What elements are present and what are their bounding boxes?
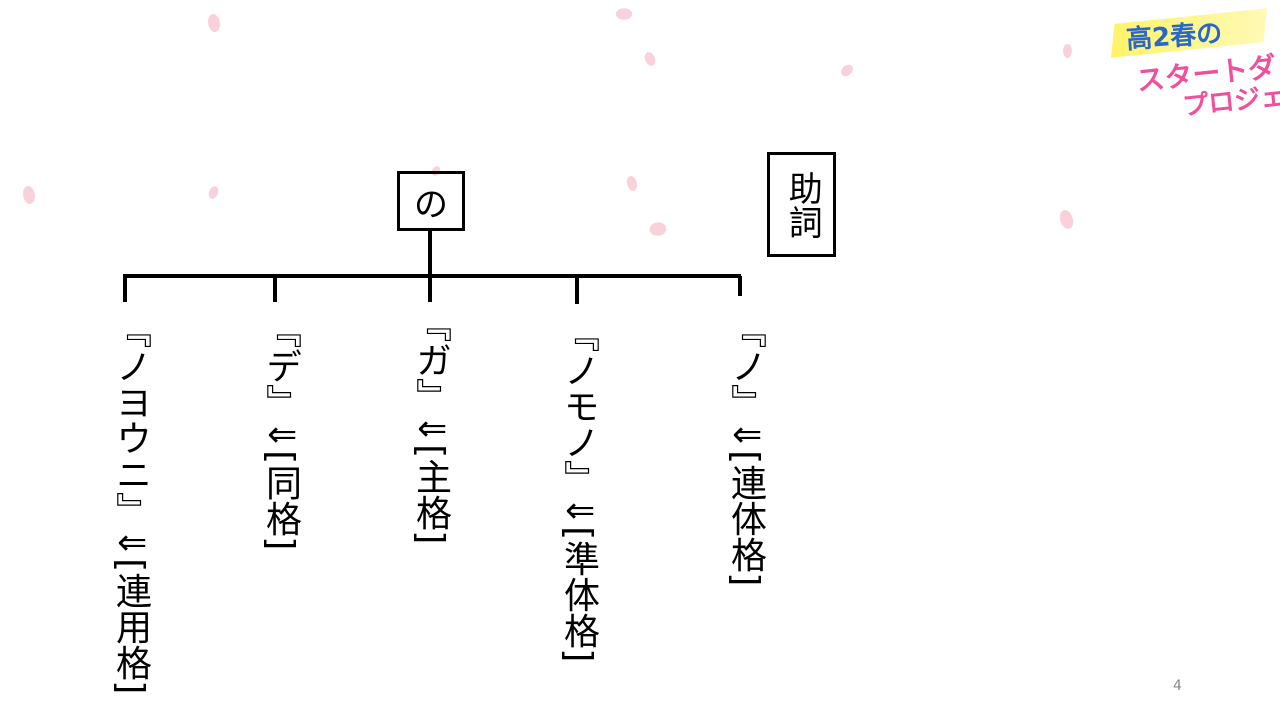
- branch-label-3: 『ガ』⇓[主格]: [410, 306, 451, 545]
- root-node-label: の: [414, 184, 448, 225]
- root-node-box: の: [397, 171, 465, 231]
- branch-label-4: 『ノモノ』⇓[準体格]: [558, 316, 599, 663]
- branch-label-5: 『ノ』⇓[連体格]: [725, 312, 766, 587]
- branch-label-1: 『ノヨウニ』⇓[連用格]: [110, 312, 151, 695]
- category-box: 助詞: [767, 152, 836, 257]
- page-number: 4: [1173, 678, 1182, 694]
- category-label: 助詞: [782, 170, 823, 239]
- branch-label-2: 『デ』⇓[同格]: [260, 312, 301, 551]
